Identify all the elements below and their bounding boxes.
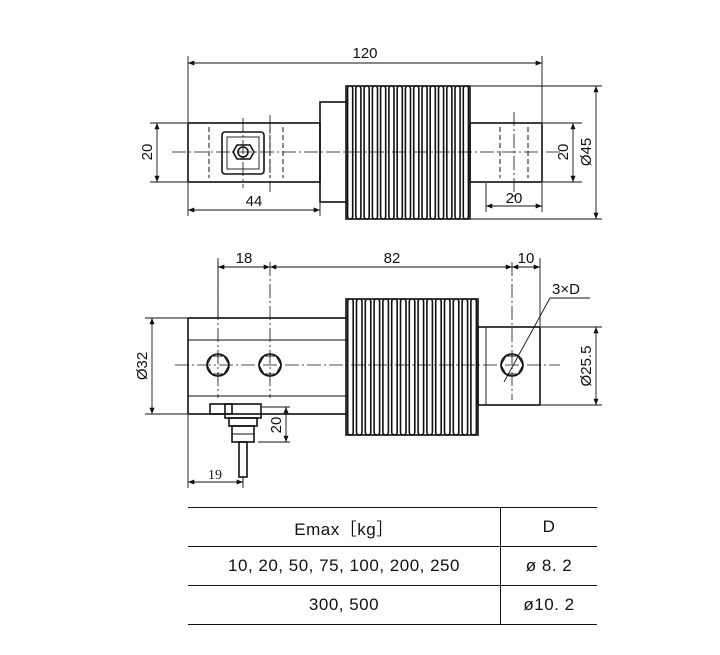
- dim-connector-offset: 19: [208, 468, 222, 483]
- cell-emax: 10, 20, 50, 75, 100, 200, 250: [228, 556, 460, 575]
- bellows-rib: [379, 85, 387, 220]
- cable-connector: [209, 403, 262, 484]
- side-right-block: [477, 326, 541, 406]
- bellows-rib: [390, 298, 399, 436]
- bellows-rib: [417, 298, 425, 436]
- gland-nut: [232, 144, 255, 160]
- bellows-rib: [426, 298, 434, 436]
- bellows-rib: [355, 298, 363, 436]
- bellows-rib: [443, 298, 451, 436]
- bellows-rib: [363, 85, 371, 220]
- side-left-block: [187, 317, 349, 415]
- bellows-rib: [346, 298, 355, 436]
- dim-right-offset: 10: [518, 250, 535, 267]
- bellows-rib: [470, 298, 478, 436]
- bellows-rib: [396, 85, 404, 220]
- bellows-rib: [373, 298, 381, 436]
- capacity-table: Emax［kg］ D 10, 20, 50, 75, 100, 200, 250…: [188, 507, 597, 625]
- bellows-rib: [382, 298, 390, 436]
- dim-right-block-length: 20: [506, 190, 523, 207]
- side-view: 18 82 10 3×D Ø32 Ø25.5 20 19: [134, 250, 602, 488]
- bellows-rib: [434, 298, 443, 436]
- table-row: 10, 20, 50, 75, 100, 200, 250 ø 8. 2: [188, 546, 597, 586]
- cell-d: ø 8. 2: [500, 546, 597, 586]
- dim-overall-length: 120: [352, 45, 377, 62]
- bellows-rib: [461, 298, 469, 436]
- table-header-row: Emax［kg］ D: [188, 507, 597, 547]
- bellows-rib: [412, 85, 420, 220]
- header-d: D: [500, 507, 597, 547]
- dim-right-height: 20: [555, 144, 572, 161]
- bellows-rib: [437, 85, 445, 220]
- hole-callout: 3×D: [552, 281, 580, 298]
- bellows-rib: [462, 85, 470, 220]
- dim-left-height: 20: [139, 144, 156, 161]
- bellows-rib: [404, 85, 412, 220]
- bellows-rib: [429, 85, 437, 220]
- table-row: 300, 500 ø10. 2: [188, 585, 597, 625]
- bellows-rib: [388, 85, 395, 220]
- bellows-rib: [408, 298, 416, 436]
- cell-d: ø10. 2: [500, 585, 597, 625]
- cell-emax: 300, 500: [308, 595, 380, 614]
- dim-connector-height: 20: [268, 417, 285, 434]
- load-cell-drawing: 120 20 20 Ø45 44 20: [134, 45, 602, 488]
- side-bellows-ribs: [346, 298, 478, 436]
- dim-left-diameter: Ø32: [134, 352, 151, 380]
- bellows-rib: [452, 298, 460, 436]
- bellows-rib: [346, 85, 354, 220]
- bellows-rib: [364, 298, 372, 436]
- bellows-rib: [421, 85, 428, 220]
- dim-body-diameter: Ø45: [578, 138, 595, 166]
- dim-right-diameter: Ø25.5: [578, 346, 595, 387]
- dim-left-block-length: 44: [246, 193, 263, 210]
- bellows-rib: [445, 85, 453, 220]
- dim-hole-spacing-left: 18: [236, 250, 253, 267]
- top-view: 120 20 20 Ø45 44 20: [139, 45, 602, 220]
- header-emax: Emax［kg］: [294, 519, 394, 539]
- bellows-rib: [399, 298, 407, 436]
- bellows-ribs: [346, 85, 470, 220]
- bellows-rib: [454, 85, 461, 220]
- right-mount-block: [469, 122, 543, 183]
- dim-hole-spacing-main: 82: [384, 250, 401, 267]
- bellows-rib: [354, 85, 362, 220]
- bellows-rib: [371, 85, 379, 220]
